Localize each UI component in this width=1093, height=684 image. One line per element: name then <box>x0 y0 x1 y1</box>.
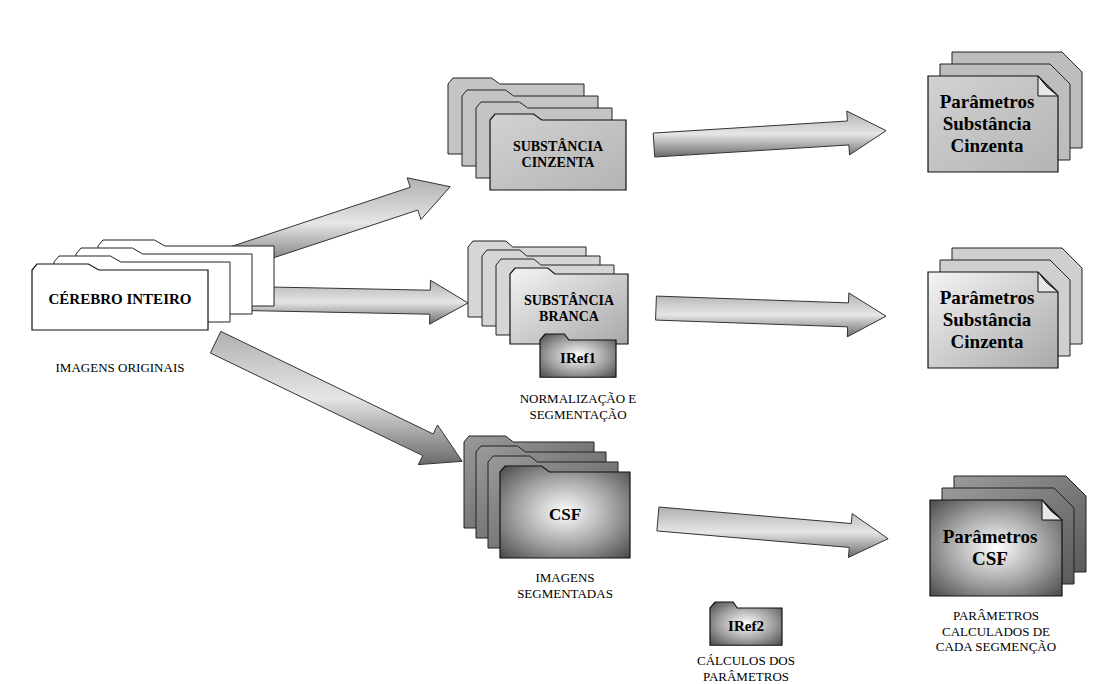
node-caption: CÁLCULOS DOS PARÂMETROS <box>686 653 806 684</box>
page-curl <box>1042 500 1062 520</box>
image-folder: IRef2CÁLCULOS DOS PARÂMETROS <box>710 600 782 645</box>
node-label: CSF <box>500 505 630 525</box>
front-outline <box>500 466 630 558</box>
page-curl <box>1038 272 1058 292</box>
front-outline <box>510 268 628 344</box>
image-folder: CÉREBRO INTEIROIMAGENS ORIGINAIS <box>32 262 208 330</box>
front-outline <box>32 264 208 330</box>
block-arrow <box>653 111 886 157</box>
node-caption: PARÂMETROS CALCULADOS DE CADA SEGMENÇÃO <box>926 608 1066 655</box>
parameter-document: Parâmetros Substância Cinzenta <box>928 272 1058 368</box>
image-folder: SUBSTÂNCIA BRANCA <box>510 266 628 344</box>
image-folder: IRef1NORMALIZAÇÃO E SEGMENTAÇÃO <box>540 332 616 377</box>
node-caption: NORMALIZAÇÃO E SEGMENTAÇÃO <box>508 391 648 422</box>
node-caption: IMAGENS ORIGINAIS <box>25 360 215 376</box>
block-arrow <box>657 507 888 557</box>
front-outline <box>490 114 626 190</box>
parameter-document: Parâmetros Substância Cinzenta <box>928 76 1058 172</box>
node-label: SUBSTÂNCIA CINZENTA <box>490 139 626 171</box>
node-label: IRef1 <box>540 350 616 367</box>
node-caption: IMAGENS SEGMENTADAS <box>510 570 620 601</box>
page-curl <box>1038 76 1058 96</box>
node-label: Parâmetros Substância Cinzenta <box>928 287 1058 353</box>
front-outline <box>928 272 1058 368</box>
block-arrow <box>210 331 462 464</box>
front-outline <box>540 334 616 377</box>
parameter-document: Parâmetros CSFPARÂMETROS CALCULADOS DE C… <box>930 500 1062 596</box>
node-label: Parâmetros CSF <box>930 526 1062 570</box>
block-arrow <box>656 293 886 337</box>
node-label: CÉREBRO INTEIRO <box>32 291 208 308</box>
node-label: Parâmetros Substância Cinzenta <box>928 91 1058 157</box>
front-outline <box>930 500 1062 596</box>
front-outline <box>710 602 782 645</box>
front-outline <box>928 76 1058 172</box>
image-folder: SUBSTÂNCIA CINZENTA <box>490 112 626 190</box>
node-label: IRef2 <box>710 618 782 635</box>
node-label: SUBSTÂNCIA BRANCA <box>510 293 628 325</box>
image-folder: CSFIMAGENS SEGMENTADAS <box>500 464 630 558</box>
